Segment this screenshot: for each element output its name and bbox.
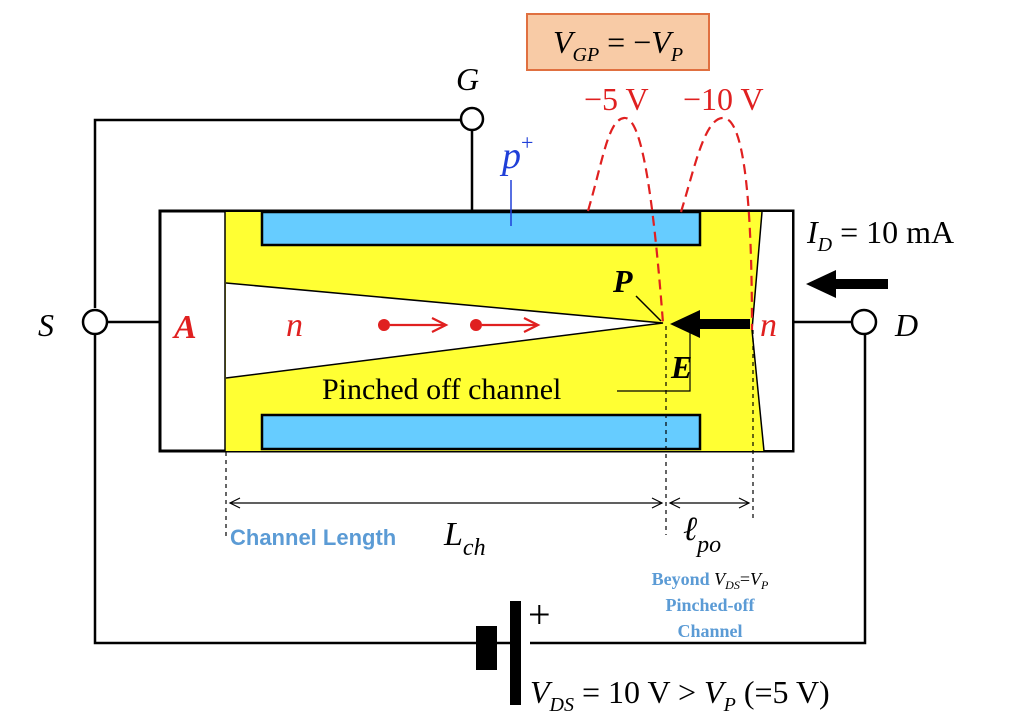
beyond-vp-sub: P bbox=[760, 578, 769, 592]
id-value: = 10 mA bbox=[832, 214, 954, 250]
electron-flow bbox=[378, 317, 541, 333]
beyond-note-line1: Beyond VDS=VP bbox=[652, 569, 769, 592]
point-p-label: P bbox=[612, 263, 633, 299]
lch-symbol: Lch bbox=[443, 516, 486, 561]
bottom-gate-electrode bbox=[260, 413, 702, 451]
beyond-vds-sub: DS bbox=[724, 578, 740, 592]
beyond-note-line2: Pinched-off bbox=[666, 595, 756, 615]
vgp-symbol: V bbox=[553, 24, 576, 60]
lpo-subscript: po bbox=[695, 532, 721, 558]
gate-terminal bbox=[459, 106, 485, 132]
battery-short-plate bbox=[476, 626, 497, 670]
drain-current-label: ID = 10 mA bbox=[806, 214, 954, 256]
pinched-off-channel-label: Pinched off channel bbox=[322, 373, 561, 406]
header-formula-box bbox=[526, 13, 710, 71]
potential-curve-minus5 bbox=[586, 116, 665, 324]
drain-terminal bbox=[850, 308, 878, 336]
battery-vds: V bbox=[530, 674, 553, 710]
p-plus-sup: + bbox=[521, 130, 533, 155]
point-a-label: A bbox=[172, 309, 197, 346]
vgp-subscript: GP bbox=[573, 44, 600, 66]
beyond-note-line3: Channel bbox=[677, 621, 742, 641]
voltage-minus10: −10 V bbox=[683, 81, 764, 117]
top-gate-electrode bbox=[260, 210, 702, 247]
battery-voltage-label: VDS = 10 V > VP (=5 V) bbox=[530, 674, 830, 716]
vp-symbol: V bbox=[651, 24, 674, 60]
drain-label: D bbox=[894, 307, 918, 343]
header-formula: VGP = −VP bbox=[553, 24, 683, 66]
battery-vds-sub: DS bbox=[549, 694, 574, 716]
battery-vds-rest: = 10 V > bbox=[574, 674, 704, 710]
battery-vp: V bbox=[704, 674, 727, 710]
battery-vp-sub: P bbox=[723, 694, 736, 716]
electron-1 bbox=[378, 319, 390, 331]
n-channel-wedge bbox=[226, 283, 663, 378]
channel-length-text: Channel Length bbox=[230, 525, 396, 550]
channel-boundary bbox=[225, 282, 664, 379]
lpo-main: ℓ bbox=[683, 511, 697, 548]
electron-arrow-2 bbox=[523, 317, 541, 333]
electron-arrow-1 bbox=[431, 317, 449, 333]
battery-long-plate bbox=[510, 601, 521, 705]
beyond-eq: = bbox=[740, 569, 750, 589]
vp-subscript: P bbox=[670, 44, 683, 66]
potential-curve-minus10 bbox=[679, 116, 754, 331]
lpo-symbol: ℓpo bbox=[683, 511, 721, 558]
beyond-word: Beyond bbox=[652, 569, 710, 589]
point-p-leader bbox=[635, 295, 662, 322]
circuit-wires bbox=[93, 118, 867, 645]
id-subscript: D bbox=[817, 234, 833, 256]
field-arrow-shaft bbox=[695, 319, 750, 329]
p-plus-main: p bbox=[499, 135, 521, 177]
source-terminal bbox=[81, 308, 109, 336]
n-left-label: n bbox=[286, 307, 303, 344]
electron-2 bbox=[470, 319, 482, 331]
id-symbol: I bbox=[806, 214, 819, 250]
dimension-lines bbox=[225, 326, 754, 540]
p-plus-label: p+ bbox=[499, 130, 533, 177]
source-label: S bbox=[38, 307, 54, 343]
current-arrow-shaft bbox=[832, 279, 888, 289]
vgp-equals: = − bbox=[599, 24, 651, 60]
lch-main: L bbox=[443, 516, 463, 553]
n-right-label: n bbox=[760, 307, 777, 344]
field-arrow-head bbox=[670, 310, 700, 338]
current-arrow-head bbox=[806, 270, 836, 298]
beyond-vds: V bbox=[714, 569, 727, 589]
lch-subscript: ch bbox=[463, 535, 486, 561]
channel-length-label: Channel Length bbox=[230, 525, 396, 550]
pinched-off-leader bbox=[617, 325, 691, 392]
battery-vp-rest: (=5 V) bbox=[736, 674, 830, 710]
battery-plus-sign: + bbox=[528, 592, 551, 637]
drain-n-region bbox=[752, 212, 792, 450]
voltage-minus5: −5 V bbox=[584, 81, 649, 117]
field-e-label: E bbox=[670, 349, 692, 385]
beyond-vp: V bbox=[750, 569, 763, 589]
gate-label: G bbox=[456, 61, 479, 97]
